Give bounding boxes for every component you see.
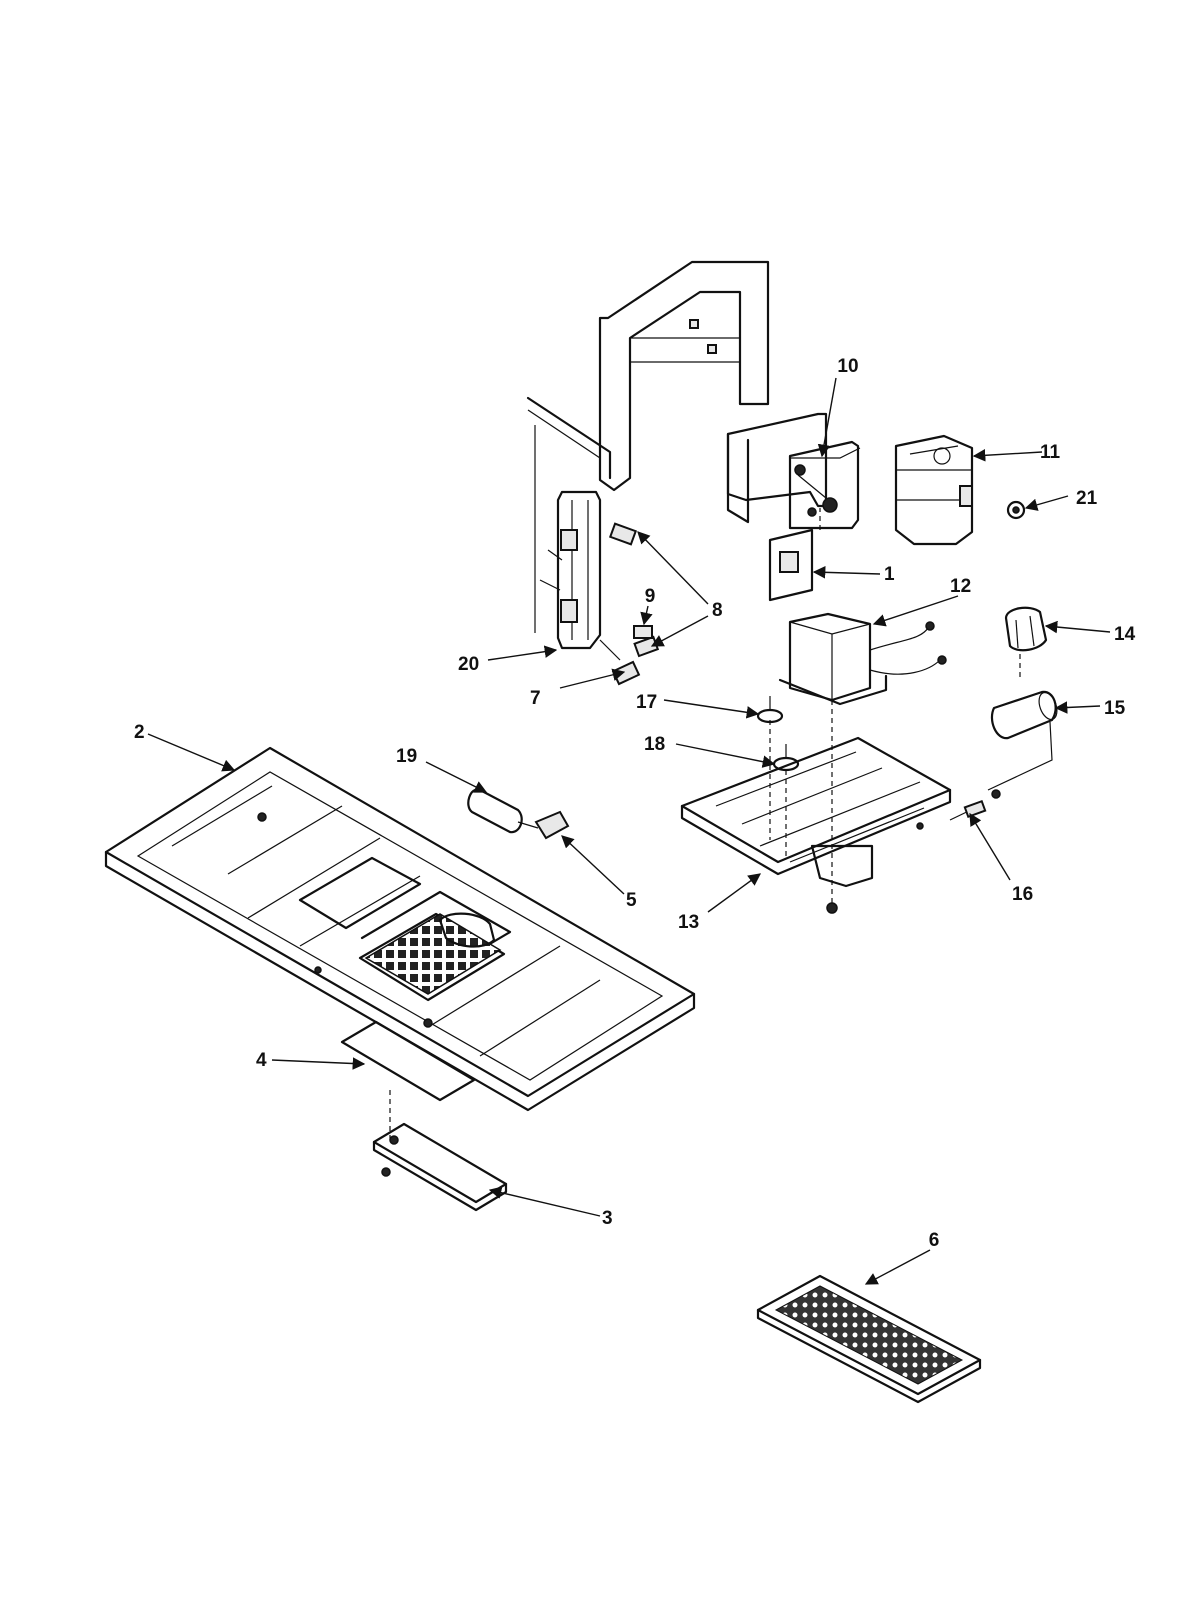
callout-17: 17 bbox=[636, 692, 657, 713]
callout-21: 21 bbox=[1076, 488, 1098, 509]
socket-5 bbox=[517, 810, 570, 840]
callout-9: 9 bbox=[645, 586, 656, 607]
callout-4: 4 bbox=[256, 1050, 267, 1071]
callout-6: 6 bbox=[929, 1230, 940, 1251]
bracket-14 bbox=[1004, 606, 1048, 680]
thermal-cutoff-17 bbox=[756, 696, 784, 724]
callout-10: 10 bbox=[837, 356, 858, 377]
latch-bracket-20 bbox=[539, 490, 602, 650]
filter-sheet-4 bbox=[340, 1020, 476, 1140]
callout-7: 7 bbox=[530, 688, 541, 709]
control-board-1 bbox=[768, 508, 821, 602]
switch-9 bbox=[633, 625, 653, 639]
thermostat-21 bbox=[1006, 500, 1026, 520]
transformer-12 bbox=[778, 612, 947, 706]
callout-11: 11 bbox=[1040, 442, 1061, 463]
magnetron-11 bbox=[894, 434, 974, 546]
callout-19: 19 bbox=[396, 746, 417, 767]
leader-lines bbox=[147, 377, 1111, 1285]
diode-16 bbox=[949, 789, 1001, 821]
callout-1: 1 bbox=[884, 564, 895, 585]
callout-12: 12 bbox=[950, 576, 971, 597]
grease-filter-6 bbox=[756, 1274, 982, 1404]
callout-16: 16 bbox=[1012, 884, 1033, 905]
capacitor-15 bbox=[987, 690, 1058, 791]
bulb-19 bbox=[467, 788, 523, 834]
base-plate-13 bbox=[680, 700, 952, 914]
cover-3 bbox=[372, 1122, 508, 1212]
callout-18: 18 bbox=[644, 734, 665, 755]
callout-3: 3 bbox=[602, 1208, 613, 1229]
bottom-plate-2 bbox=[104, 746, 696, 1112]
callout-2: 2 bbox=[134, 722, 145, 743]
callout-14: 14 bbox=[1114, 624, 1136, 645]
callout-15: 15 bbox=[1104, 698, 1126, 719]
switch-7 bbox=[599, 639, 641, 686]
callout-5: 5 bbox=[626, 890, 637, 911]
callout-labels: 10 11 21 1 12 9 8 14 20 17 7 15 2 18 19 … bbox=[134, 356, 1136, 1251]
callout-13: 13 bbox=[678, 912, 699, 933]
callout-8: 8 bbox=[712, 600, 723, 621]
bracket-10 bbox=[726, 412, 861, 530]
cavity-frame bbox=[526, 260, 770, 633]
callout-20: 20 bbox=[458, 654, 479, 675]
